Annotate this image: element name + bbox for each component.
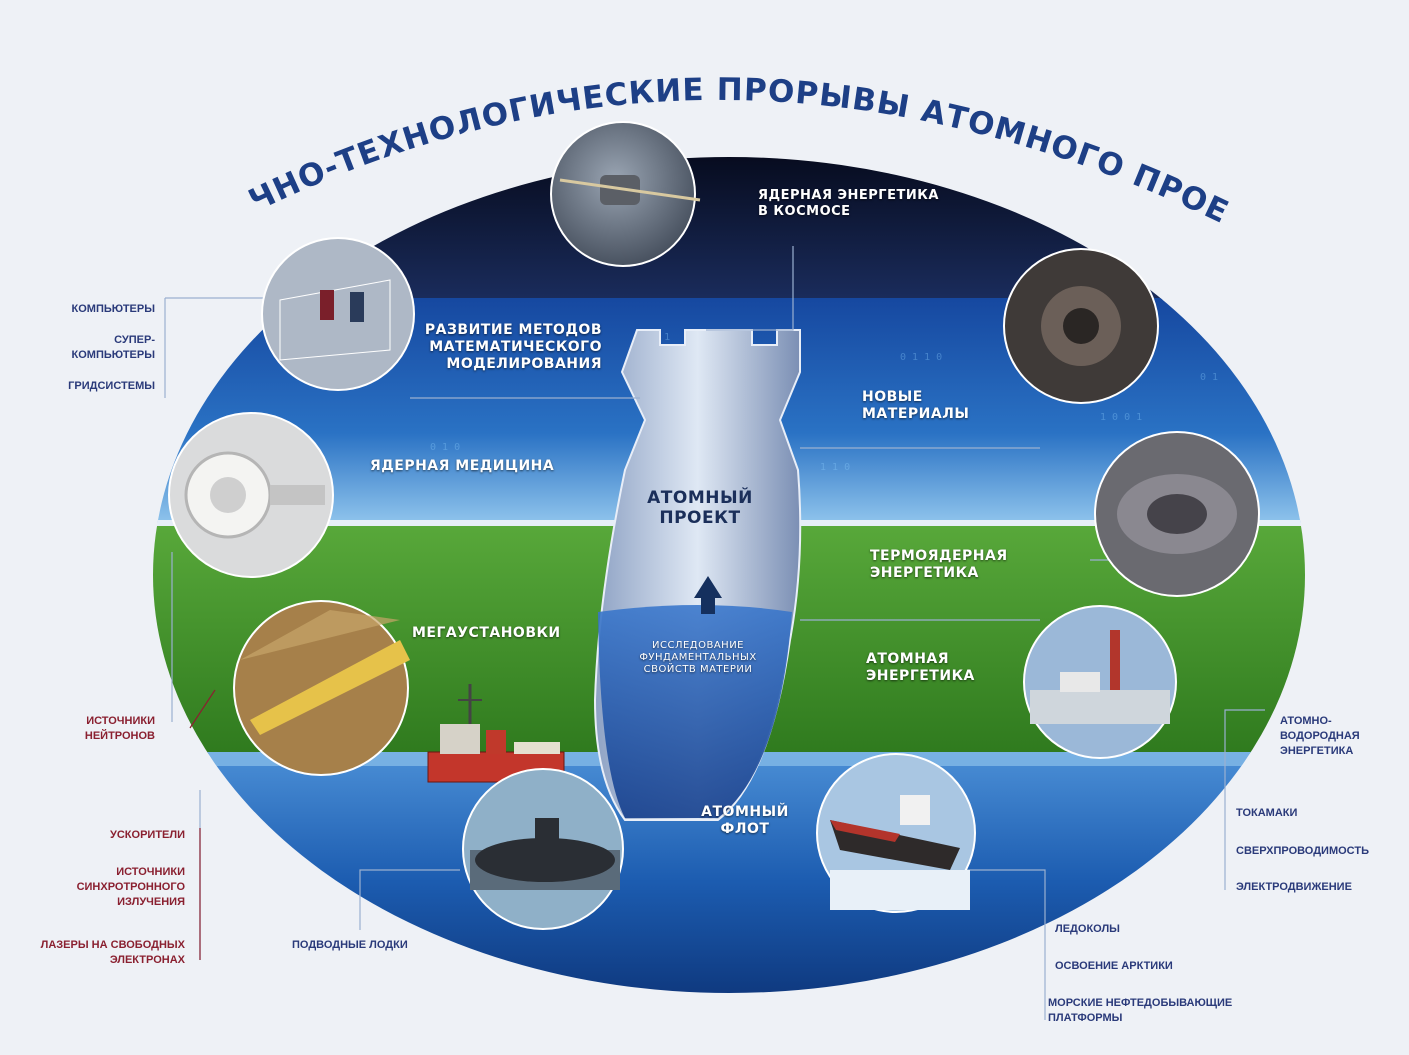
- note-computers: КОМПЬЮТЕРЫ СУПЕР- КОМПЬЮТЕРЫ ГРИДСИСТЕМЫ: [30, 302, 155, 393]
- atomic-project-bomb: [593, 329, 802, 821]
- label-new-materials: НОВЫЕ МАТЕРИАЛЫ: [862, 389, 969, 423]
- note-synchrotron: ИСТОЧНИКИ СИНХРОТРОННОГО ИЗЛУЧЕНИЯ: [40, 865, 185, 910]
- label-megainstallations: МЕГАУСТАНОВКИ: [412, 625, 561, 641]
- svg-text:0 1: 0 1: [1200, 372, 1218, 383]
- note-gridsystems-text: ГРИДСИСТЕМЫ: [68, 379, 155, 392]
- note-platforms-line2: ПЛАТФОРМЫ: [1048, 1011, 1123, 1024]
- label-fleet-line1: АТОМНЫЙ: [701, 804, 789, 820]
- note-oil-platforms: МОРСКИЕ НЕФТЕДОБЫВАЮЩИЕ ПЛАТФОРМЫ: [1048, 996, 1232, 1026]
- center-base-line2: ФУНДАМЕНТАЛЬНЫХ: [639, 652, 757, 663]
- submarine-photo: [462, 768, 624, 930]
- note-neutron-sources: ИСТОЧНИКИ НЕЙТРОНОВ: [40, 714, 155, 744]
- label-nuclear-medicine: ЯДЕРНАЯ МЕДИЦИНА: [370, 458, 555, 474]
- note-supercomputers-text: КОМПЬЮТЕРЫ: [71, 348, 155, 361]
- svg-text:0 1 1 0: 0 1 1 0: [900, 352, 942, 363]
- power-plant-photo: [1023, 605, 1177, 759]
- tokamak-photo: [1094, 431, 1260, 597]
- center-label-line2: ПРОЕКТ: [659, 508, 741, 529]
- label-fusion-line2: ЭНЕРГЕТИКА: [870, 564, 979, 581]
- label-space-line1: ЯДЕРНАЯ ЭНЕРГЕТИКА: [758, 188, 939, 203]
- label-nuclear-line1: АТОМНАЯ: [866, 651, 950, 667]
- supercomputer-photo: [261, 237, 415, 391]
- label-fleet-line2: ФЛОТ: [720, 820, 770, 837]
- label-math-line1: РАЗВИТИЕ МЕТОДОВ: [424, 322, 602, 338]
- note-superconductivity: СВЕРХПРОВОДИМОСТЬ: [1236, 845, 1369, 857]
- accelerator-photo: [233, 600, 410, 776]
- svg-text:1 1 0: 1 1 0: [820, 462, 850, 473]
- note-accelerators: УСКОРИТЕЛИ: [110, 829, 185, 841]
- note-neutrons-line1: ИСТОЧНИКИ: [86, 715, 155, 727]
- center-base-label: ИССЛЕДОВАНИЕ ФУНДАМЕНТАЛЬНЫХ СВОЙСТВ МАТ…: [608, 640, 788, 676]
- note-icebreakers: ЛЕДОКОЛЫ: [1055, 923, 1120, 935]
- satellite-photo: [550, 121, 701, 267]
- note-computers-text: КОМПЬЮТЕРЫ: [71, 303, 155, 315]
- center-base-line3: СВОЙСТВ МАТЕРИИ: [643, 664, 753, 675]
- svg-text:1 0 0 1: 1 0 0 1: [1100, 412, 1142, 423]
- label-nuclear-energy: АТОМНАЯ ЭНЕРГЕТИКА: [866, 651, 975, 685]
- note-free-electron-lasers: ЛАЗЕРЫ НА СВОБОДНЫХ ЭЛЕКТРОНАХ: [10, 938, 185, 968]
- note-sync-line2: СИНХРОТРОННОГО: [76, 880, 185, 893]
- materials-photo: [1003, 248, 1159, 404]
- label-nuclear-fleet: АТОМНЫЙ ФЛОТ: [680, 804, 810, 838]
- note-hydrogen-line1: АТОМНО-: [1280, 715, 1332, 727]
- label-materials-line2: МАТЕРИАЛЫ: [862, 405, 970, 422]
- up-arrow-icon: [694, 576, 722, 614]
- label-math-line3: МОДЕЛИРОВАНИЯ: [446, 355, 602, 372]
- photo-circles: [168, 121, 1260, 930]
- note-neutrons-line2: НЕЙТРОНОВ: [84, 729, 155, 742]
- note-submarines: ПОДВОДНЫЕ ЛОДКИ: [292, 939, 408, 951]
- label-fusion-energy: ТЕРМОЯДЕРНАЯ ЭНЕРГЕТИКА: [870, 548, 1008, 582]
- label-nuclear-line2: ЭНЕРГЕТИКА: [866, 667, 975, 684]
- note-arctic: ОСВОЕНИЕ АРКТИКИ: [1055, 960, 1173, 972]
- note-sync-line3: ИЗЛУЧЕНИЯ: [117, 895, 185, 908]
- note-lasers-line2: ЭЛЕКТРОНАХ: [109, 953, 185, 966]
- note-tokamaks: ТОКАМАКИ: [1236, 807, 1298, 819]
- label-fusion-line1: ТЕРМОЯДЕРНАЯ: [870, 548, 1008, 564]
- label-space-line2: В КОСМОСЕ: [758, 203, 851, 219]
- note-hydrogen-energy: АТОМНО- ВОДОРОДНАЯ ЭНЕРГЕТИКА: [1280, 714, 1360, 759]
- center-label-line1: АТОМНЫЙ: [647, 488, 753, 508]
- note-hydrogen-line2: ВОДОРОДНАЯ: [1280, 729, 1360, 742]
- note-platforms-line1: МОРСКИЕ НЕФТЕДОБЫВАЮЩИЕ: [1048, 997, 1233, 1009]
- label-materials-line1: НОВЫЕ: [862, 389, 923, 405]
- note-hydrogen-line3: ЭНЕРГЕТИКА: [1280, 744, 1354, 757]
- label-space-energy: ЯДЕРНАЯ ЭНЕРГЕТИКА В КОСМОСЕ: [758, 188, 939, 219]
- svg-text:0 1 0: 0 1 0: [430, 442, 460, 453]
- label-math-modeling: РАЗВИТИЕ МЕТОДОВ МАТЕМАТИЧЕСКОГО МОДЕЛИР…: [390, 322, 602, 372]
- red-connector-lines: [189, 689, 216, 960]
- note-sync-line1: ИСТОЧНИКИ: [116, 866, 185, 878]
- center-label: АТОМНЫЙ ПРОЕКТ: [620, 488, 780, 529]
- label-math-line2: МАТЕМАТИЧЕСКОГО: [429, 338, 602, 355]
- mri-scanner-photo: [168, 412, 334, 578]
- note-lasers-line1: ЛАЗЕРЫ НА СВОБОДНЫХ: [40, 939, 185, 951]
- icebreaker-photo: [816, 753, 976, 913]
- note-super-text: СУПЕР-: [114, 333, 155, 346]
- note-electromotion: ЭЛЕКТРОДВИЖЕНИЕ: [1236, 881, 1352, 893]
- center-base-line1: ИССЛЕДОВАНИЕ: [652, 640, 744, 651]
